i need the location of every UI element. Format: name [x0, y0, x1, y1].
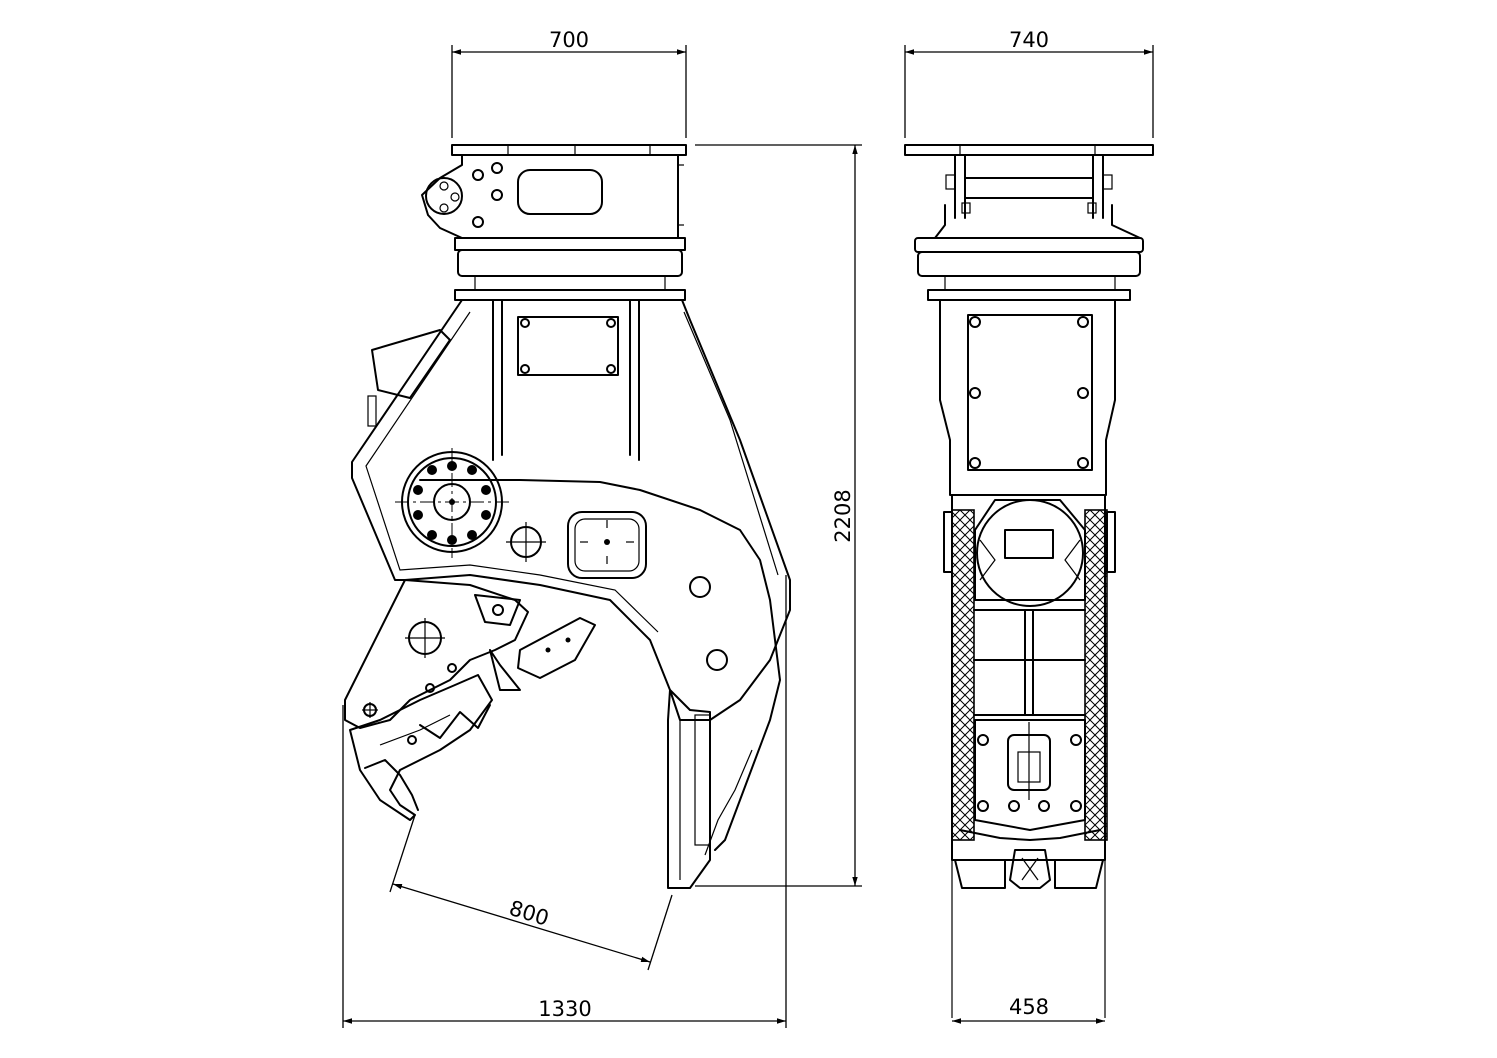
dimension-jaw-opening: 800 [389, 814, 673, 971]
dimension-label-800: 800 [506, 896, 551, 931]
front-view [904, 144, 1154, 1018]
side-adapter-block [421, 154, 679, 239]
side-adapter-window [517, 169, 603, 215]
side-fixed-jaw [667, 689, 711, 889]
side-cylinder-bracket [371, 329, 451, 399]
side-rotator-ring [457, 249, 683, 277]
side-arm-edge [419, 479, 781, 851]
front-bottom-jaw-left [954, 859, 1006, 889]
dimension-label-2208: 2208 [831, 489, 855, 542]
front-pivot-window [974, 499, 1086, 601]
dimension-front-bottom: 458 [952, 995, 1105, 1024]
side-rotator-flange [454, 237, 686, 251]
front-cross-tube [964, 177, 1094, 199]
front-rotator-ring [917, 251, 1141, 277]
side-hinge-boss [425, 177, 463, 215]
dimension-overall-width: 1330 [342, 575, 787, 1028]
front-top-plate [904, 144, 1154, 156]
side-tooth-tip [349, 674, 493, 821]
side-main-body [351, 299, 791, 721]
side-arm-hole-lower [706, 649, 728, 671]
front-lower-flange [927, 289, 1131, 301]
front-rotator-flange [914, 237, 1144, 253]
side-window [567, 511, 647, 579]
dimension-overall-height: 2208 [695, 144, 862, 887]
side-cutter-blade-upper [517, 617, 596, 679]
side-cover-plate [517, 316, 619, 376]
dimension-label-700: 700 [549, 28, 589, 52]
front-left-cheek [951, 509, 975, 841]
dimension-label-740: 740 [1009, 28, 1049, 52]
side-lower-flange [454, 289, 686, 301]
dimension-side-top: 700 [451, 28, 687, 138]
dimension-front-top: 740 [904, 28, 1154, 138]
front-bottom-jaw-right [1054, 859, 1104, 889]
side-top-plate [451, 144, 687, 156]
dimension-label-1330: 1330 [538, 997, 591, 1021]
side-moving-jaw [344, 579, 529, 729]
dimension-label-458: 458 [1009, 995, 1049, 1019]
front-housing [939, 299, 1116, 496]
front-cover-plate [967, 314, 1093, 471]
side-view [344, 144, 791, 889]
side-arm-hole-upper [689, 576, 711, 598]
front-right-cheek [1084, 509, 1108, 841]
